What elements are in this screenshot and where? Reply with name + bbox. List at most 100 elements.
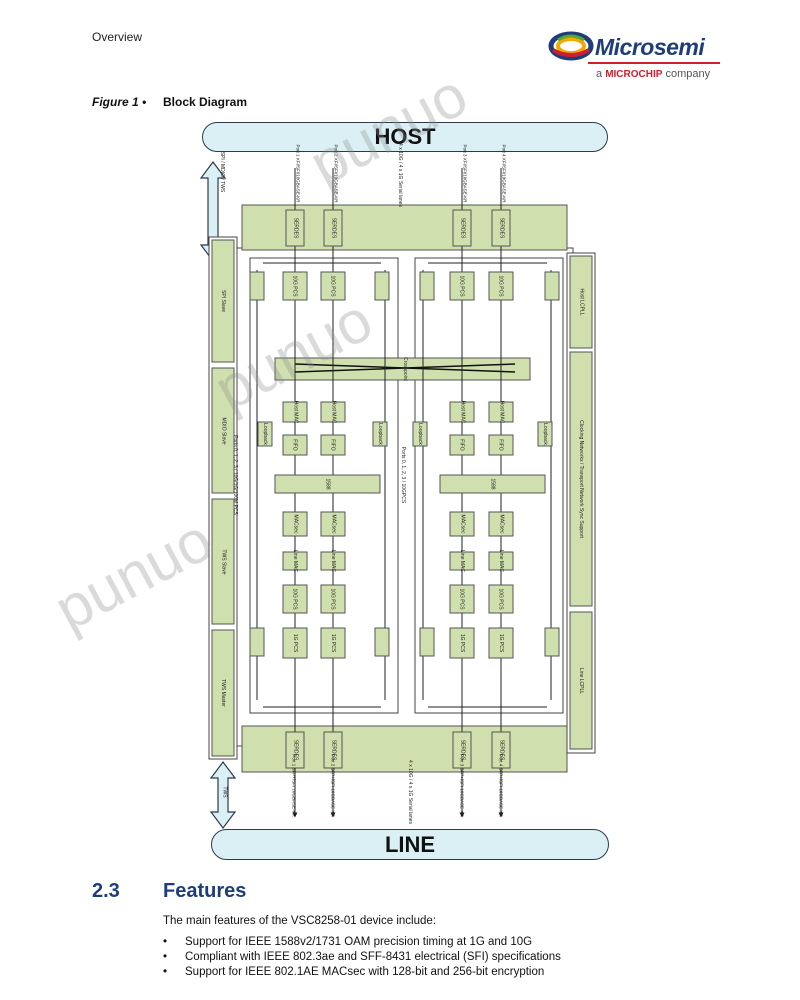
pcs-10g-block-top-1-label: 10G PCS (292, 275, 298, 297)
loopback-block (412, 421, 428, 447)
line-mac-block (449, 551, 475, 571)
tws-master-block (211, 629, 235, 757)
host-mac-block (320, 401, 346, 423)
line-interface-label: TWS (221, 786, 228, 798)
serdes-block-bottom-4-label: SERDES (498, 739, 504, 761)
ts-block-2-label: 1588 (489, 478, 496, 490)
serdes-block-bottom (285, 731, 305, 769)
section-title: Features (163, 880, 247, 902)
bottom-port-2: Port 2 SFP+/SFI 10GBASE-KR (330, 753, 336, 817)
loopback-block-1-label: Loopback (262, 423, 268, 445)
pcs-10g-block-top (320, 271, 346, 301)
tws-master-label: TWS Master (220, 679, 226, 707)
pcs-1g-block (320, 627, 346, 659)
spi-slave-block (211, 239, 235, 363)
pcs-10g-block-top-2-label: 10G PCS (330, 275, 336, 297)
host-interface-label: SPI / MDIO / TWS (219, 151, 225, 193)
feature-item: Compliant with IEEE 802.3ae and SFF-8431… (163, 950, 561, 965)
pcs-1g-side-block (544, 271, 560, 301)
pcs-10g-block-top (282, 271, 308, 301)
serdes-block-top (285, 209, 305, 247)
bottom-port-1: Port 1 SFP+/SFI 10GBASE-KR (291, 753, 297, 817)
running-header: Overview (92, 30, 143, 44)
line-mac-block-3-label: Line MAC (458, 550, 465, 572)
fifo-block-host-3-label: FIFO (458, 439, 465, 451)
host-mac-block-3-label: Host MAC (459, 400, 465, 424)
logo-tag-brand: MICROCHIP (605, 69, 663, 80)
fifo-block-host (320, 434, 346, 456)
loopback-block (372, 421, 388, 447)
figure-label: Figure 1 • (92, 95, 147, 109)
pcs-1g-side-block (249, 627, 265, 657)
line-bus: LINE (211, 829, 609, 860)
pcs-10g-block-bottom-1-label: 10G PCS (292, 588, 298, 610)
ts-block (274, 474, 381, 494)
pcs-1g-side-block (374, 271, 390, 301)
section-intro: The main features of the VSC8258-01 devi… (163, 915, 436, 927)
pcs-1g-block (488, 627, 514, 659)
spi-slave-label: SPI Slave (220, 290, 226, 312)
feature-item: Support for IEEE 1588v2/1731 OAM precisi… (163, 935, 561, 950)
host-mac-block-2-label: Host MAC (330, 400, 336, 424)
host-mac-block (449, 401, 475, 423)
mdio-slave-block (211, 367, 235, 494)
line-mac-block-1-label: Line MAC (291, 550, 298, 572)
pcs-10g-block-bottom (282, 584, 308, 614)
block-diagram (199, 161, 596, 829)
macsec-block (488, 511, 514, 537)
fifo-block-host (282, 434, 308, 456)
pcs-10g-block-bottom-2-label: 10G PCS (330, 588, 336, 610)
macsec-block-2-label: MACsec (330, 514, 336, 534)
fifo-block-host (449, 434, 475, 456)
tws-slave-label: TWS Slave (220, 548, 227, 575)
macsec-block (320, 511, 346, 537)
figure-title: Block Diagram (163, 95, 248, 109)
serdes-block-top (491, 209, 511, 247)
macsec-block-4-label: MACsec (498, 514, 504, 534)
serdes-block-bottom-1-label: SERDES (292, 739, 298, 761)
pcs-10g-block-top-4-label: 10G PCS (498, 275, 504, 297)
pcs-10g-block-bottom-4-label: 10G PCS (498, 588, 504, 610)
serdes-block-top (323, 209, 343, 247)
loopback-block-2-label: Loopback (377, 423, 383, 445)
top-port-4: Port 4 XFI/SFI/10GBASE-KR (501, 143, 507, 203)
crosspoint-block (274, 357, 531, 381)
serdes-block-bottom (323, 731, 343, 769)
fifo-block-host-1-label: FIFO (291, 439, 298, 451)
host-lcpll-label: Host LCPLL (578, 288, 584, 316)
pcs-1g-block-4-label: 1G PCS (498, 633, 504, 653)
fifo-block-host (488, 434, 514, 456)
top-port-3: Port 3 XFI/SFI/10GBASE-KR (462, 143, 468, 203)
line-interface-arrow (209, 761, 237, 829)
line-mac-block (488, 551, 514, 571)
logo-tag-prefix: a (596, 68, 603, 80)
center-left-label: Ports 0, 1, 2, 3 / 10G/1G/100M PCS (232, 435, 239, 515)
pcs-10g-block-top (488, 271, 514, 301)
microsemi-swirl-icon (548, 31, 594, 61)
pcs-10g-block-top (449, 271, 475, 301)
clocking-block (569, 351, 593, 607)
macsec-block-3-label: MACsec (459, 514, 465, 534)
crosspoint-label: Crosspoint (402, 357, 408, 381)
ts-block (439, 474, 546, 494)
macsec-block-1-label: MACsec (292, 514, 298, 534)
serdes-block-bottom-3-label: SERDES (459, 739, 465, 761)
serdes-block-bottom-2-label: SERDES (330, 739, 336, 761)
line-lcpll-label: Line LCPLL (578, 667, 585, 694)
pcs-1g-block-3-label: 1G PCS (459, 633, 465, 653)
logo-wordmark: Microsemi (595, 34, 705, 60)
loopback-block (537, 421, 553, 447)
serdes-block-top-2-label: SERDES (330, 217, 336, 239)
bottom-port-4: Port 4 SFP+/SFI 10GBASE-KR (498, 753, 504, 817)
host-lcpll-block (569, 255, 593, 349)
pcs-1g-side-block (544, 627, 560, 657)
logo-tagline: a MICROCHIP company (596, 68, 710, 80)
loopback-block-3-label: Loopback (417, 423, 423, 445)
pcs-1g-block-2-label: 1G PCS (330, 633, 336, 653)
pcs-10g-block-top-3-label: 10G PCS (459, 275, 465, 297)
pcs-1g-side-block (419, 271, 435, 301)
feature-item: Support for IEEE 802.1AE MACsec with 128… (163, 965, 561, 980)
logo-tag-suffix: company (665, 68, 711, 80)
features-list: Support for IEEE 1588v2/1731 OAM precisi… (163, 935, 561, 980)
host-mac-block-4-label: Host MAC (498, 400, 504, 424)
